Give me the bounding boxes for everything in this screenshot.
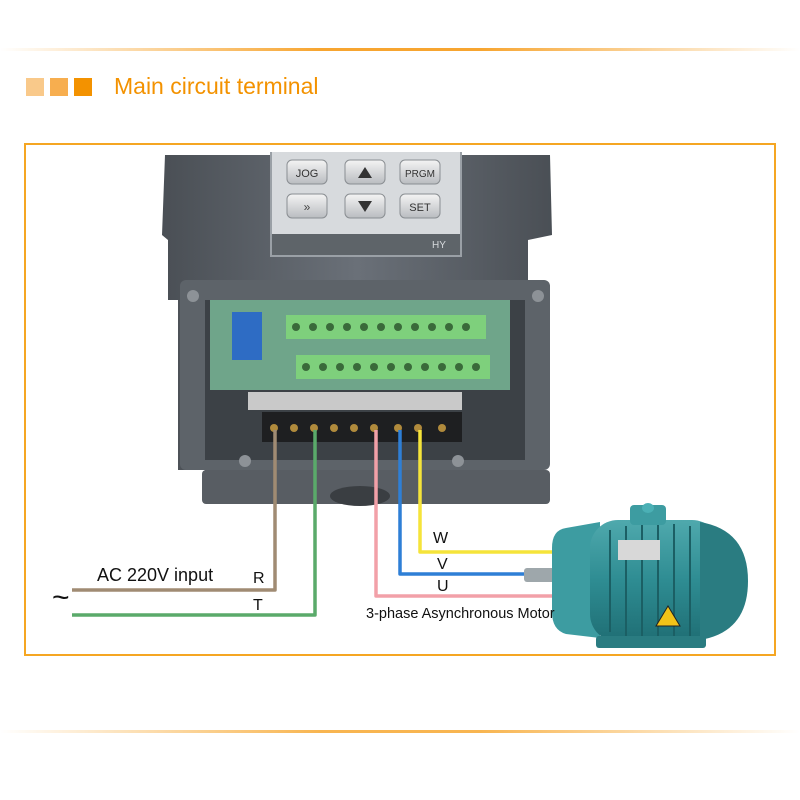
wire-v (398, 430, 552, 576)
square-icon-light (26, 78, 44, 96)
brand-label: HY (432, 240, 446, 251)
page-title: Main circuit terminal (114, 73, 319, 99)
keypad: JOG PRGM » SET HY (270, 152, 462, 257)
ac-symbol-icon: ~ (52, 581, 70, 614)
down-arrow-icon (358, 201, 372, 212)
bottom-divider (0, 730, 800, 733)
jog-key-label: JOG (296, 168, 319, 180)
wire-u (374, 430, 558, 598)
wire-w (418, 430, 560, 554)
phase-u-label: U (437, 578, 449, 595)
control-board (210, 300, 510, 390)
prgm-key[interactable]: PRGM (399, 159, 441, 185)
phase-v-label: V (437, 556, 448, 573)
wires (72, 430, 560, 617)
wire-r (72, 430, 277, 592)
mounting-screws (187, 290, 544, 467)
motor-label: 3-phase Asynchronous Motor (366, 606, 555, 622)
title-decoration (26, 78, 92, 96)
double-chevron-icon: » (304, 200, 311, 214)
motor-base (596, 636, 706, 648)
control-terminal-screws (292, 323, 480, 371)
lifting-eye (642, 503, 654, 513)
shift-key[interactable]: » (286, 193, 328, 219)
warning-icon (655, 605, 681, 627)
input-label: AC 220V input (97, 565, 214, 585)
up-arrow-icon (358, 167, 372, 178)
power-terminal-block (248, 392, 462, 442)
square-icon-medium (50, 78, 68, 96)
relay-icon (232, 312, 262, 360)
prgm-key-label: PRGM (405, 169, 435, 180)
wire-t (72, 430, 317, 617)
set-key[interactable]: SET (399, 193, 441, 219)
down-key[interactable] (344, 193, 386, 219)
motor-shaft (524, 568, 556, 582)
motor (524, 503, 748, 648)
phase-r-label: R (253, 570, 265, 587)
phase-w-label: W (433, 530, 449, 547)
terminal-box (630, 505, 666, 525)
phase-t-label: T (253, 597, 263, 614)
up-key[interactable] (344, 159, 386, 185)
square-icon-dark (74, 78, 92, 96)
top-divider (0, 48, 800, 51)
diagram-frame (24, 143, 776, 656)
set-key-label: SET (409, 202, 431, 214)
jog-key[interactable]: JOG (286, 159, 328, 185)
nameplate (618, 540, 660, 560)
